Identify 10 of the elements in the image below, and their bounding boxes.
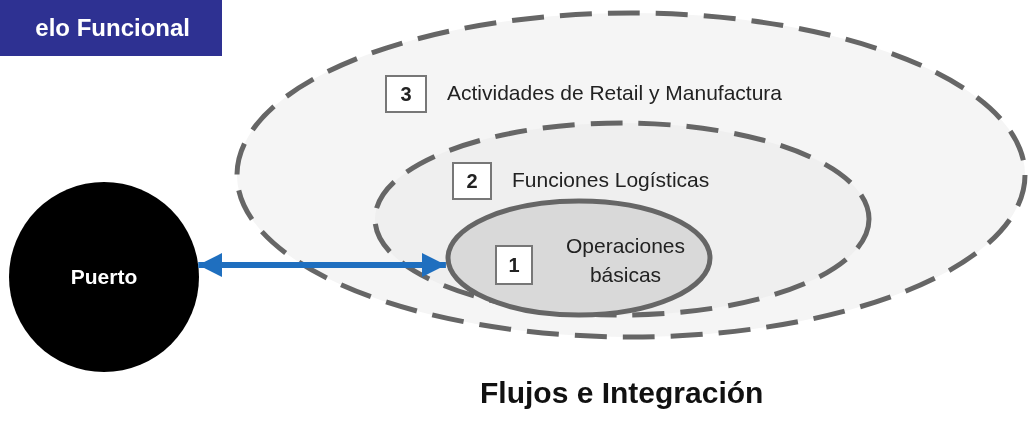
node-label: Puerto	[70, 264, 138, 291]
ellipse-label: Actividades de Retail y Manufactura	[447, 80, 783, 106]
caption: Flujos e Integración	[480, 375, 764, 411]
title-banner: elo Funcional	[0, 0, 222, 56]
double-arrow	[198, 253, 446, 277]
ellipse-label: Operaciones básicas	[564, 233, 687, 288]
number-box: 1	[495, 245, 533, 285]
number-box: 3	[385, 75, 427, 113]
ellipse-label: Funciones Logísticas	[512, 167, 711, 193]
number-box: 2	[452, 162, 492, 200]
